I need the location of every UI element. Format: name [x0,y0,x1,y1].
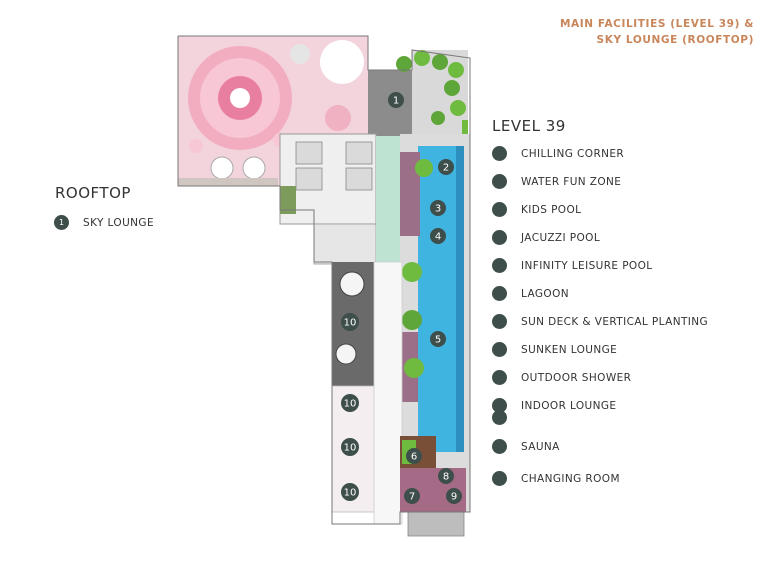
svg-text:6: 6 [411,452,417,463]
svg-text:8: 8 [443,472,449,483]
plan-marker-10a: 10 [341,313,359,331]
title-line-2: SKY LOUNGE (ROOFTOP) [596,34,754,46]
legend-marker [492,230,507,245]
level39-legend-item-12: SAUNA [492,439,560,454]
plan-marker-6: 6 [406,448,422,464]
level39-legend-item-11 [492,410,521,425]
svg-text:1: 1 [393,96,399,107]
rooftop-heading: ROOFTOP [55,184,131,202]
legend-marker [492,439,507,454]
legend-label: CHILLING CORNER [521,147,625,160]
title-line-1: MAIN FACILITIES (LEVEL 39) & [559,18,754,30]
level39-legend-item-13: CHANGING ROOM [492,471,620,486]
legend-label: LAGOON [521,287,570,300]
plan-marker-7: 7 [404,488,420,504]
plan-marker-3: 3 [430,200,446,216]
plan-marker-1: 1 [388,92,404,108]
plan-marker-10d: 10 [341,483,359,501]
plan-marker-5: 5 [430,331,446,347]
level39-legend-item-4: JACUZZI POOL [492,230,600,245]
svg-text:2: 2 [443,163,449,174]
level39-legend-item-10: INDOOR LOUNGE [492,398,616,413]
level39-legend-item-3: KIDS POOL [492,202,581,217]
level39-legend-item-7: SUN DECK & VERTICAL PLANTING [492,314,708,329]
level39-legend-item-8: SUNKEN LOUNGE [492,342,617,357]
level39-legend-item-1: CHILLING CORNER [492,146,624,161]
legend-marker [492,410,507,425]
legend-label: CHANGING ROOM [521,472,620,485]
legend-marker [492,146,507,161]
legend-label: SUNKEN LOUNGE [521,343,618,356]
level39-legend-item-2: WATER FUN ZONE [492,174,621,189]
legend-marker [492,286,507,301]
plan-marker-2: 2 [438,159,454,175]
legend-label: WATER FUN ZONE [521,175,622,188]
legend-marker [492,471,507,486]
level39-legend-item-6: LAGOON [492,286,569,301]
legend-label: SKY LOUNGE [83,216,154,229]
legend-label: OUTDOOR SHOWER [521,371,632,384]
legend-marker [492,342,507,357]
plan-marker-4: 4 [430,228,446,244]
legend-marker: 1 [54,215,69,230]
rooftop-legend-item-1: 1 SKY LOUNGE [54,215,154,230]
plan-marker-8: 8 [438,468,454,484]
svg-text:10: 10 [344,488,357,499]
legend-label: SAUNA [521,440,560,453]
svg-text:4: 4 [435,232,441,243]
legend-label: INFINITY LEISURE POOL [521,259,653,272]
page-title: MAIN FACILITIES (LEVEL 39) & SKY LOUNGE … [560,16,754,48]
legend-label: KIDS POOL [521,203,582,216]
svg-text:10: 10 [344,443,357,454]
plan-marker-10b: 10 [341,394,359,412]
level39-heading: LEVEL 39 [492,117,566,135]
legend-marker [492,174,507,189]
level39-legend-item-9: OUTDOOR SHOWER [492,370,631,385]
level39-legend-item-5: INFINITY LEISURE POOL [492,258,653,273]
legend-label: SUN DECK & VERTICAL PLANTING [521,315,709,328]
svg-text:10: 10 [344,399,357,410]
legend-marker [492,202,507,217]
legend-label: JACUZZI POOL [521,231,601,244]
svg-text:9: 9 [451,492,457,503]
legend-marker [492,258,507,273]
svg-text:5: 5 [435,335,441,346]
svg-text:10: 10 [344,318,357,329]
legend-marker [492,314,507,329]
plan-marker-10c: 10 [341,438,359,456]
legend-label: INDOOR LOUNGE [521,399,617,412]
plan-marker-9: 9 [446,488,462,504]
legend-marker [492,398,507,413]
legend-marker [492,370,507,385]
svg-text:7: 7 [409,492,415,503]
svg-text:3: 3 [435,204,441,215]
